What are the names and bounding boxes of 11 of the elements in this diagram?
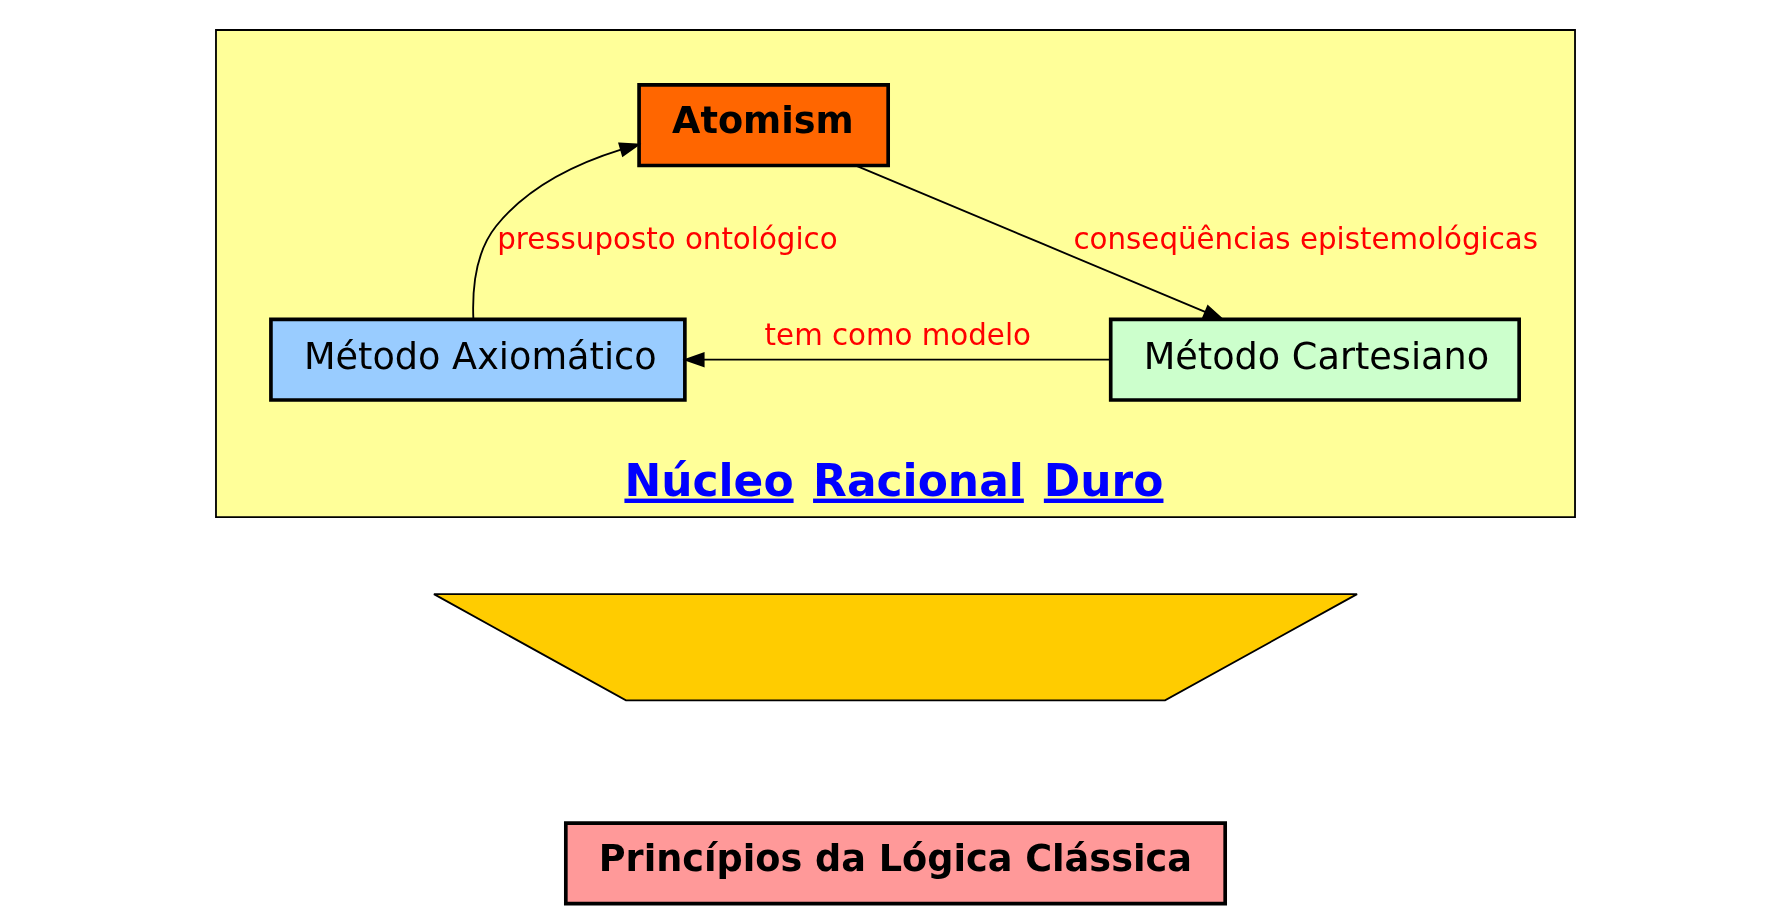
node-box: Método Cartesiano: [1108, 317, 1521, 402]
arrow: [855, 164, 1225, 321]
edge-label: tem como modelo: [764, 317, 1031, 352]
node-box: Atomism: [637, 83, 890, 168]
node-trapezium: [433, 593, 1358, 702]
node-box: Princípios da Lógica Clássica: [563, 821, 1227, 906]
node-box: Método Axiomático: [269, 317, 687, 402]
edge-label: pressuposto ontológico: [497, 222, 838, 257]
edge-label: conseqüências epistemológicas: [1073, 222, 1539, 257]
arrow: [682, 352, 1112, 368]
arrow: [472, 142, 642, 321]
